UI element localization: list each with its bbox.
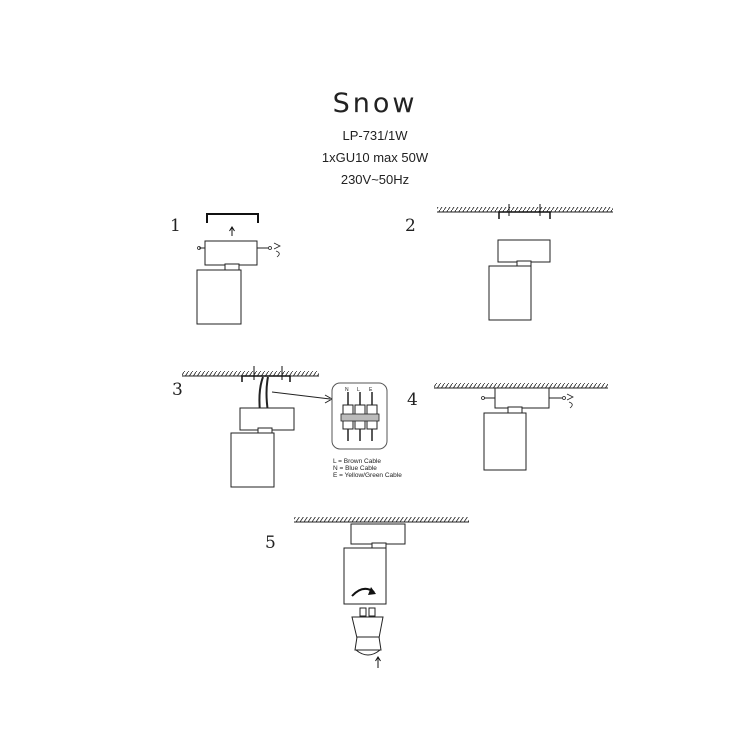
step-3-number: 3 — [172, 380, 183, 400]
canopy-box — [350, 523, 406, 545]
mounting-bracket — [241, 375, 291, 382]
screw-turn-icon — [273, 242, 281, 258]
lamp-body — [196, 269, 242, 325]
screw-turn-icon — [566, 393, 574, 409]
step-5-figure — [294, 517, 469, 668]
terminal-block — [340, 392, 380, 441]
step-1-figure — [196, 213, 281, 325]
legend-yellow-green: E = Yellow/Green Cable — [333, 472, 402, 479]
canopy-box — [494, 387, 550, 409]
terminal-label-e: E — [369, 387, 373, 393]
swivel-joint — [507, 406, 523, 414]
pointer-arrow — [271, 391, 331, 400]
mounting-bracket — [498, 211, 551, 219]
lamp-body — [230, 432, 275, 488]
step-5-number: 5 — [265, 533, 276, 553]
product-title: Snow — [332, 88, 418, 119]
canopy-box — [497, 239, 551, 263]
lamp-body — [483, 412, 527, 471]
step-3-figure: N L E — [182, 366, 388, 488]
step-4-figure — [434, 383, 608, 471]
step-2-figure — [437, 204, 613, 321]
gu10-bulb — [351, 607, 384, 656]
legend-blue: N = Blue Cable — [333, 465, 377, 472]
terminal-label-n: N — [345, 387, 349, 393]
step-2-number: 2 — [405, 216, 416, 236]
lamp-spec: 1xGU10 max 50W — [321, 150, 429, 165]
canopy-box — [239, 407, 295, 431]
supply-cable — [258, 376, 264, 413]
voltage-spec: 230V~50Hz — [340, 172, 410, 187]
swivel-joint — [224, 263, 240, 271]
model-number: LP-731/1W — [342, 128, 408, 143]
lamp-body — [488, 265, 532, 321]
step-4-number: 4 — [407, 390, 418, 410]
step-1-number: 1 — [170, 216, 181, 236]
canopy-box — [204, 240, 258, 266]
terminal-label-l: L — [357, 387, 360, 393]
mounting-bracket — [206, 213, 259, 223]
legend-brown: L = Brown Cable — [333, 458, 381, 465]
lamp-body — [343, 547, 387, 605]
